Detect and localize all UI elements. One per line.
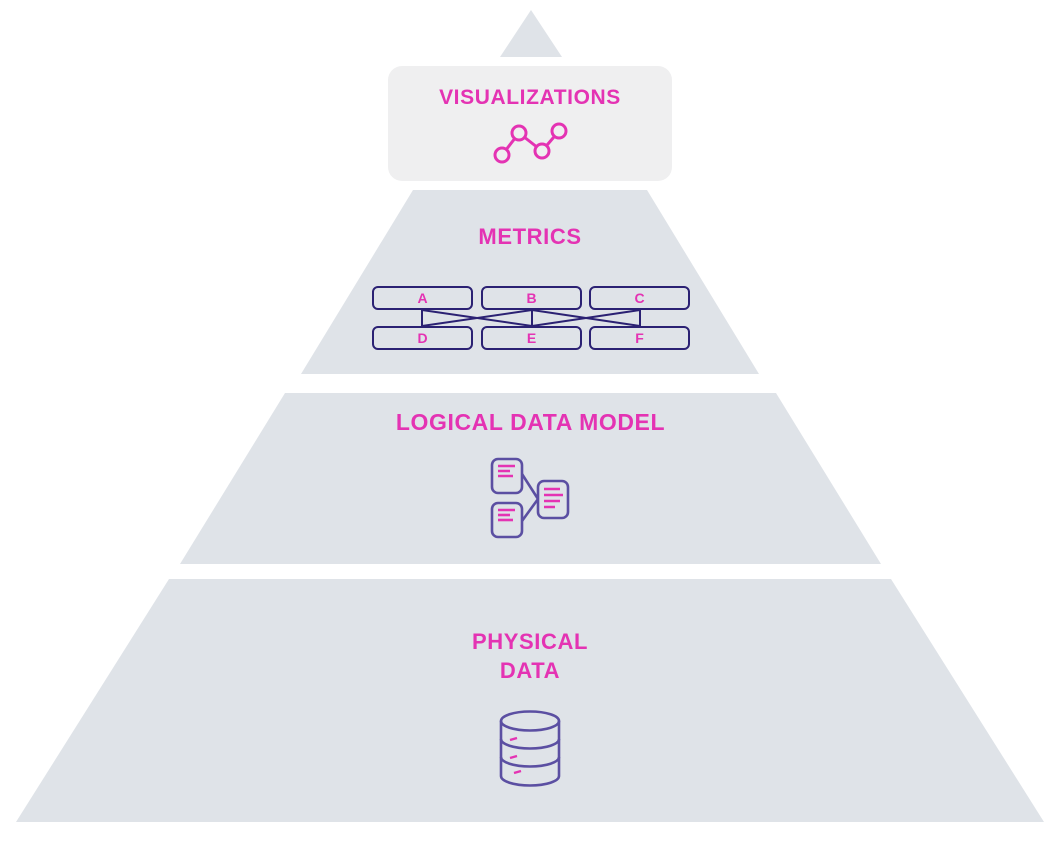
metric-box-label: A (417, 290, 428, 306)
line-chart-icon (493, 122, 568, 164)
metric-box-label: B (526, 290, 537, 306)
metric-box-label: F (635, 330, 644, 346)
metric-box-b: B (481, 286, 582, 310)
metric-box-d: D (372, 326, 473, 350)
metric-box-c: C (589, 286, 690, 310)
layer-logical-data-model: LOGICAL DATA MODEL (180, 393, 881, 564)
metric-box-label: E (526, 330, 537, 346)
physical-data-title-line2: DATA (499, 658, 561, 683)
metric-box-label: C (634, 290, 645, 306)
visualizations-title: VISUALIZATIONS (439, 86, 621, 109)
layer-metrics: METRICS A B C D E F (301, 190, 759, 374)
layer-physical-data: PHYSICAL DATA (16, 579, 1044, 822)
metric-box-e: E (481, 326, 582, 350)
database-icon (499, 710, 561, 787)
metric-box-label: D (417, 330, 428, 346)
metric-mapping-connectors-icon (421, 310, 641, 326)
physical-data-title-line1: PHYSICAL (471, 629, 589, 654)
physical-data-title: PHYSICAL DATA (16, 627, 1044, 685)
linked-documents-icon (490, 457, 570, 539)
logical-data-model-title: LOGICAL DATA MODEL (395, 409, 666, 435)
metrics-title: METRICS (478, 224, 582, 249)
pyramid-tip-triangle (500, 10, 562, 57)
metric-box-f: F (589, 326, 690, 350)
metric-box-a: A (372, 286, 473, 310)
layer-visualizations: VISUALIZATIONS (388, 66, 672, 181)
